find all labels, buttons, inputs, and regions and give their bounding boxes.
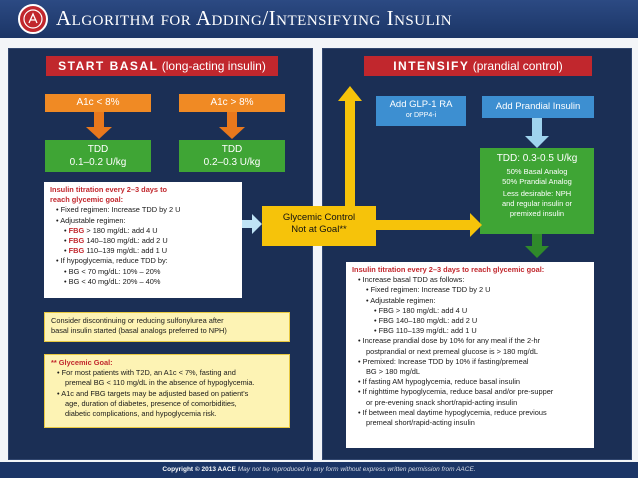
a1c-low-box: A1c < 8% (45, 94, 151, 112)
basal-fbg-row-2: • FBG 140–180 mg/dL: add 2 U (64, 236, 168, 246)
intensify-header: INTENSIFY (prandial control) (364, 56, 592, 76)
prandial-titration-line-14: • If between meal daytime hypoglycemia, … (358, 407, 547, 417)
prandial-titration-line-11: • If fasting AM hypoglycemia, reduce bas… (358, 377, 520, 387)
sulfonylurea-note-line-2: basal insulin started (basal analogs pre… (51, 326, 227, 336)
titration-to-goal-arrow (242, 214, 262, 234)
page-title: Algorithm for Adding/Intensifying Insuli… (56, 6, 453, 30)
goal-to-right-arrow (376, 213, 482, 237)
glycemic-control-box: Glycemic Control Not at Goal** (262, 206, 376, 246)
copyright-notice: May not be reproduced in any form withou… (235, 466, 476, 473)
intensify-title: INTENSIFY (393, 59, 470, 73)
prandial-titration-line-5: • FBG 140–180 mg/dL: add 2 U (374, 316, 478, 326)
glycemic-goal-box: ** Glycemic Goal: • For most patients wi… (44, 354, 290, 428)
a1c-high-arrow (219, 112, 245, 139)
header-bar: Algorithm for Adding/Intensifying Insuli… (0, 0, 638, 38)
basal-titration-heading: Insulin titration every 2–3 days to (50, 185, 168, 194)
tdd-prandial-line-4: and regular insulin or (501, 199, 573, 208)
tdd-low-value: 0.1–0.2 U/kg (69, 157, 127, 168)
tdd-prandial-title: TDD: 0.3-0.5 U/kg (496, 153, 578, 164)
basal-fixed-regimen: • Fixed regimen: Increase TDD by 2 U (56, 205, 181, 215)
prandial-titration-line-4: • FBG > 180 mg/dL: add 4 U (374, 305, 468, 315)
add-prandial-box: Add Prandial Insulin (482, 96, 594, 118)
basal-hypo-line: • If hypoglycemia, reduce TDD by: (56, 256, 168, 266)
tdd-prandial-box: TDD: 0.3-0.5 U/kg 50% Basal Analog 50% P… (480, 148, 594, 234)
sulfonylurea-note: Consider discontinuing or reducing sulfo… (44, 312, 290, 342)
goal-to-intensify-arrow (338, 86, 362, 206)
prandial-titration-line-7: • Increase prandial dose by 10% for any … (358, 336, 541, 346)
tdd-high-value: 0.2–0.3 U/kg (203, 157, 261, 168)
basal-bg-row-1: • BG < 70 mg/dL: 10% – 20% (64, 266, 161, 276)
sulfonylurea-note-line-1: Consider discontinuing or reducing sulfo… (51, 316, 224, 325)
basal-titration-box: Insulin titration every 2–3 days to reac… (44, 182, 242, 298)
prandial-titration-line-6: • FBG 110–139 mg/dL: add 1 U (374, 326, 477, 336)
basal-adjustable-regimen: • Adjustable regimen: (56, 215, 126, 225)
tdd-prandial-line-1: 50% Basal Analog (506, 167, 568, 176)
tdd-to-titration-arrow (525, 234, 549, 258)
glycemic-control-line-2: Not at Goal** (291, 224, 347, 235)
a1c-low-arrow (86, 112, 112, 139)
prandial-titration-line-2: • Fixed regimen: Increase TDD by 2 U (366, 285, 491, 295)
glp1-subtitle: or DPP4-i (405, 112, 437, 119)
a1c-high-box: A1c > 8% (179, 94, 285, 112)
basal-titration-heading-2: reach glycemic goal: (50, 195, 124, 205)
copyright-footer: Copyright © 2013 AACE May not be reprodu… (0, 462, 638, 478)
aace-logo (18, 4, 48, 34)
glycemic-goal-bullet-2: • A1c and FBG targets may be adjusted ba… (57, 388, 249, 398)
prandial-titration-line-1: • Increase basal TDD as follows: (358, 275, 465, 285)
prandial-titration-line-10: BG > 180 mg/dL (366, 367, 421, 377)
tdd-high-box: TDD 0.2–0.3 U/kg (179, 140, 285, 172)
prandial-titration-line-3: • Adjustable regimen: (366, 295, 436, 305)
tdd-high-label: TDD (221, 144, 243, 155)
start-basal-subtitle: (long-acting insulin) (158, 59, 266, 73)
tdd-low-box: TDD 0.1–0.2 U/kg (45, 140, 151, 172)
basal-fbg-row-1: • FBG > 180 mg/dL: add 4 U (64, 225, 158, 235)
prandial-titration-line-8: postprandial or next premeal glucose is … (366, 346, 538, 356)
tdd-low-label: TDD (87, 144, 109, 155)
prandial-titration-heading: Insulin titration every 2–3 days to reac… (352, 265, 545, 274)
basal-bg-row-2: • BG < 40 mg/dL: 20% – 40% (64, 276, 161, 286)
glycemic-goal-bullet-2-cont-2: diabetic complications, and hypoglycemia… (65, 409, 217, 419)
start-basal-title: START BASAL (58, 59, 159, 73)
prandial-titration-line-12: • If nighttime hypoglycemia, reduce basa… (358, 387, 554, 397)
start-basal-header: START BASAL (long-acting insulin) (46, 56, 278, 76)
basal-fbg-row-3: • FBG 110–139 mg/dL: add 1 U (64, 246, 168, 256)
prandial-titration-line-15: premeal short/rapid-acting insulin (366, 418, 475, 428)
glp1-box: Add GLP-1 RA or DPP4-i (376, 96, 466, 126)
glycemic-goal-bullet-1-cont: premeal BG < 110 mg/dL in the absence of… (65, 378, 255, 388)
glycemic-control-line-1: Glycemic Control (282, 212, 356, 223)
tdd-prandial-line-5: premixed insulin (509, 209, 565, 218)
tdd-prandial-line-3: Less desirable: NPH (502, 189, 572, 198)
copyright-text: Copyright © 2013 AACE (162, 466, 236, 473)
prandial-titration-line-13: or pre-evening snack short/rapid-acting … (366, 397, 518, 407)
prandial-titration-box: Insulin titration every 2–3 days to reac… (346, 262, 594, 448)
prandial-to-tdd-arrow (525, 118, 549, 148)
glycemic-goal-bullet-2-cont: age, duration of diabetes, presence of c… (65, 398, 237, 408)
glycemic-goal-heading: ** Glycemic Goal: (51, 358, 113, 367)
tdd-prandial-line-2: 50% Prandial Analog (502, 177, 572, 186)
intensify-subtitle: (prandial control) (469, 59, 563, 73)
prandial-titration-line-9: • Premixed: Increase TDD by 10% if fasti… (358, 356, 529, 366)
glp1-title: Add GLP-1 RA (389, 99, 453, 110)
glycemic-goal-bullet-1: • For most patients with T2D, an A1c < 7… (57, 368, 236, 378)
